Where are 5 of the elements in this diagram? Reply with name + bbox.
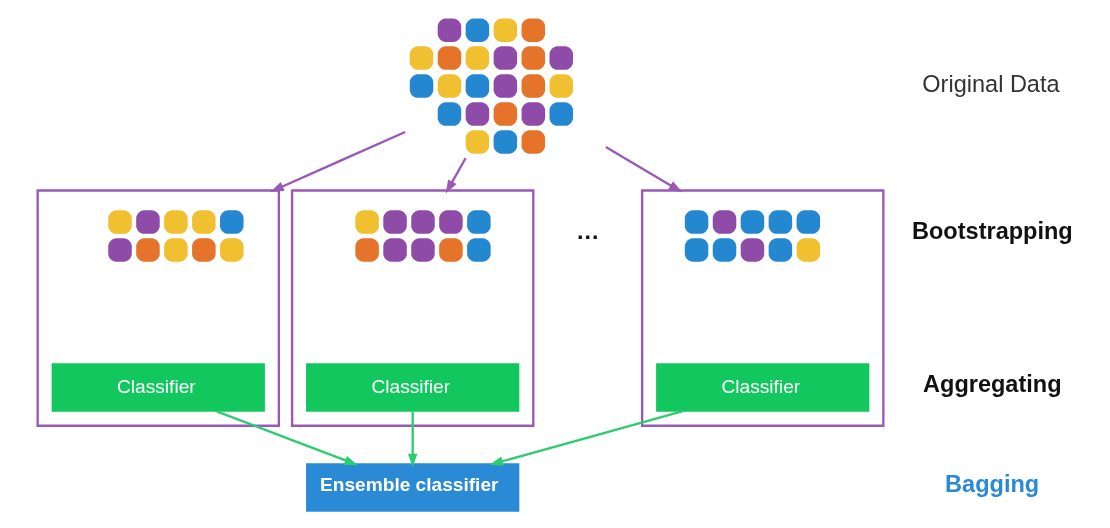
label: Bagging xyxy=(945,470,1040,497)
label: Original Data xyxy=(922,70,1060,97)
label: Aggregating xyxy=(923,370,1062,397)
label: … xyxy=(575,218,600,245)
label: Bootstrapping xyxy=(912,218,1073,245)
